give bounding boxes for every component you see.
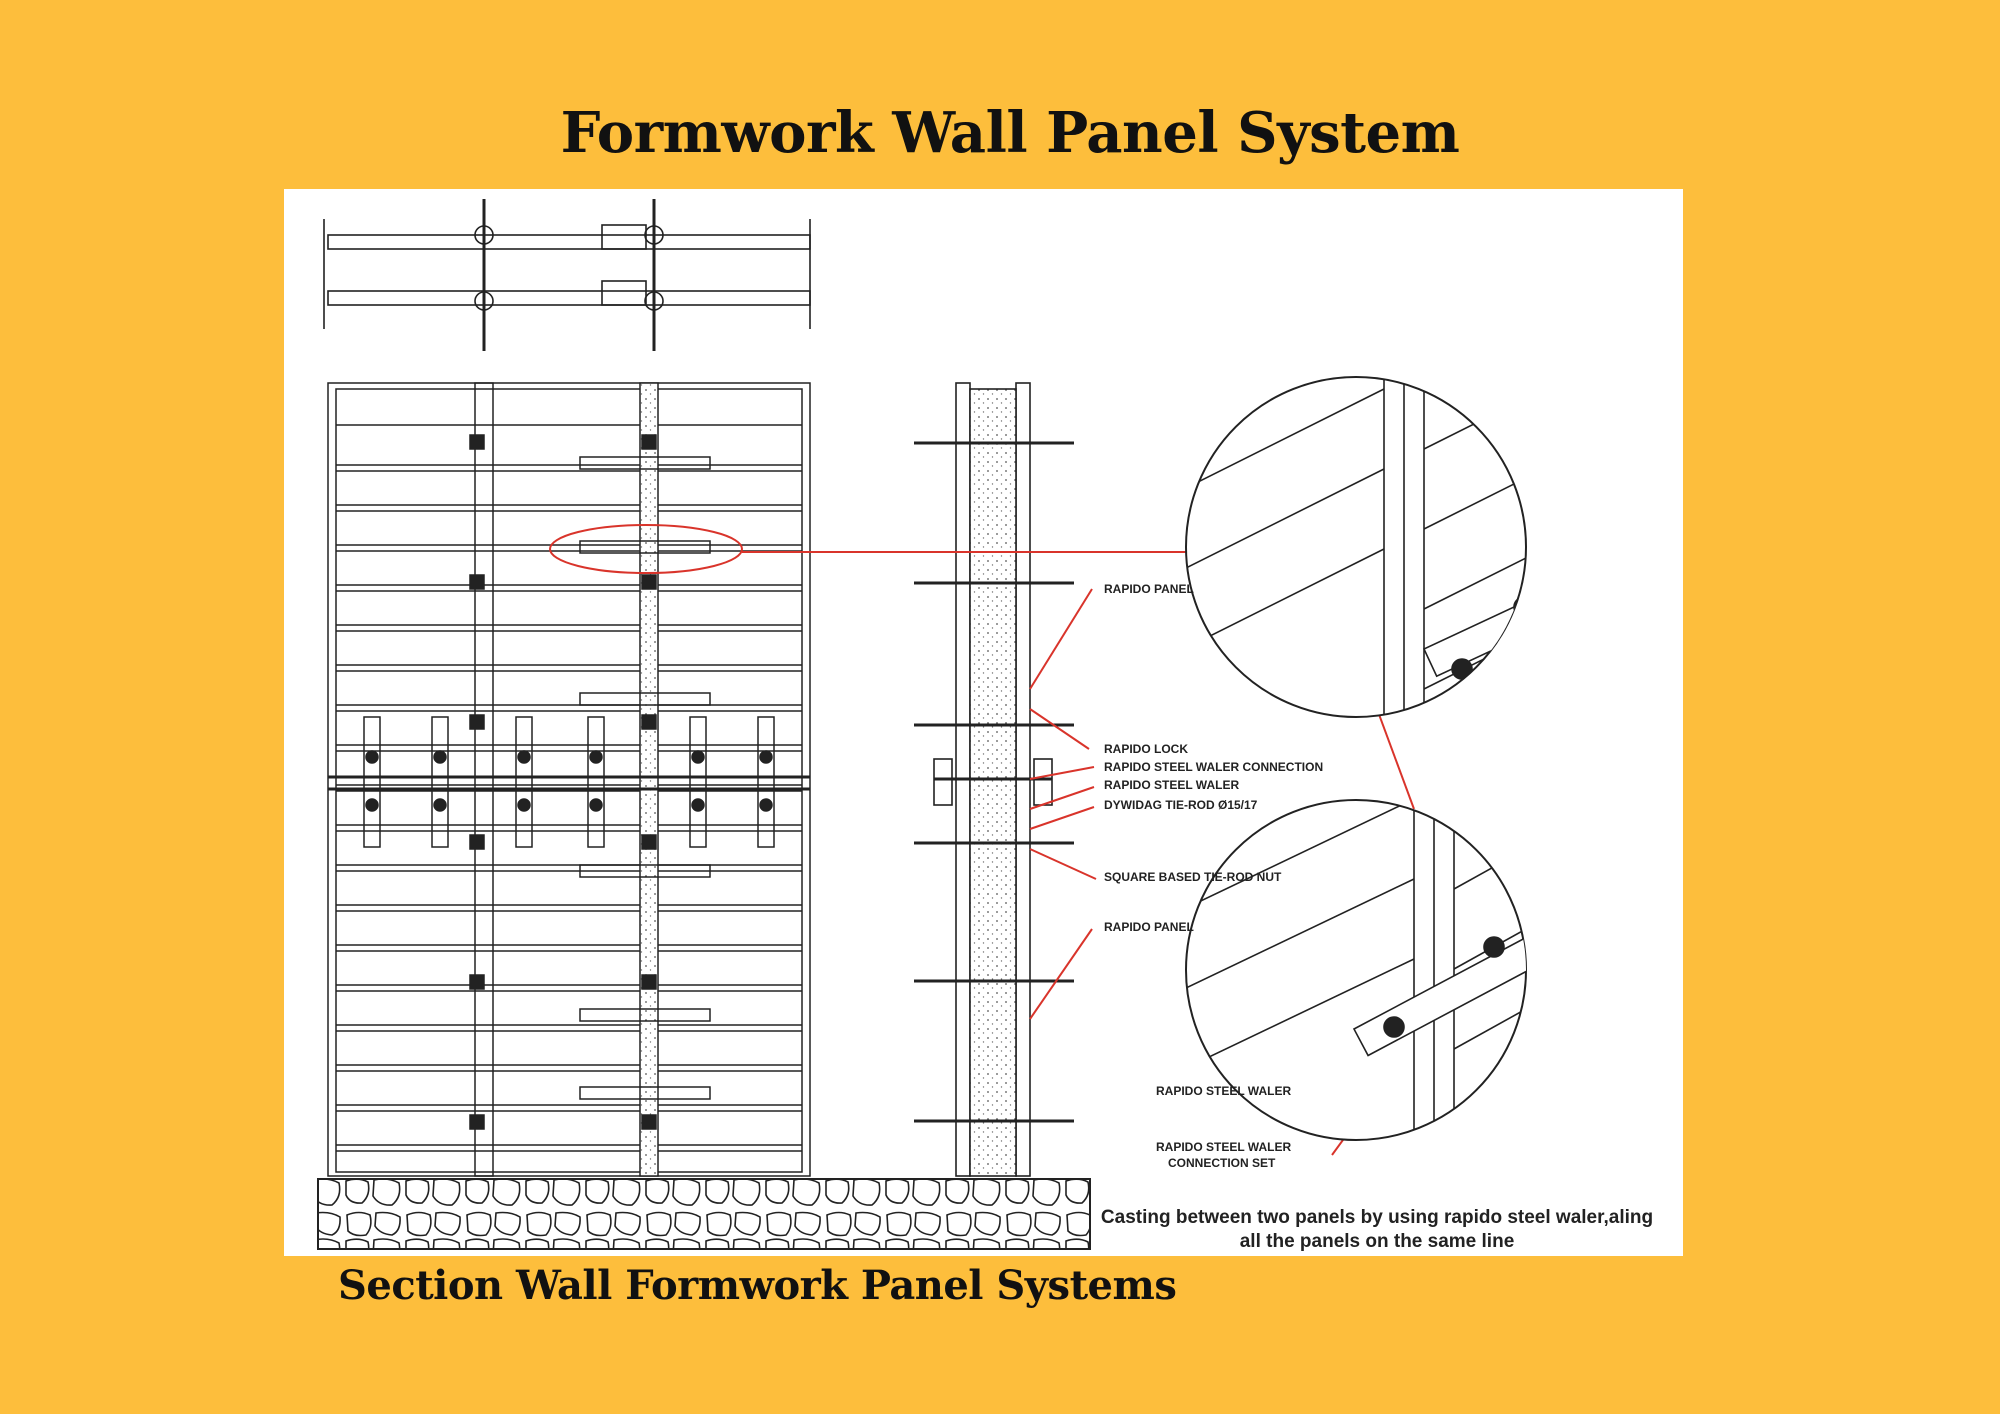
drawing-svg: RAPIDO PANEL RAPIDO LOCK RAPIDO STEEL WA…	[317, 199, 1653, 1252]
panel-ribs	[336, 464, 802, 1152]
label-tie-rod-nut: SQUARE BASED TIE-ROD NUT	[1104, 870, 1282, 884]
label-steel-waler: RAPIDO STEEL WALER	[1104, 778, 1239, 792]
section-caption: Section Wall Formwork Panel Systems	[338, 1262, 1177, 1309]
label-detail-connection-set-1: RAPIDO STEEL WALER	[1156, 1140, 1291, 1154]
front-elevation	[327, 382, 811, 1177]
label-rapido-panel-bottom: RAPIDO PANEL	[1104, 920, 1194, 934]
label-tie-rod: DYWIDAG TIE-ROD Ø15/17	[1104, 798, 1258, 812]
page-title: Formwork Wall Panel System	[560, 100, 1460, 166]
label-detail-connection-set-2: CONNECTION SET	[1168, 1156, 1276, 1170]
plan-view	[323, 199, 811, 351]
label-waler-connection: RAPIDO STEEL WALER CONNECTION	[1104, 760, 1323, 774]
detail-circle-bottom	[1185, 799, 1527, 1141]
formwork-drawing: RAPIDO PANEL RAPIDO LOCK RAPIDO STEEL WA…	[284, 189, 1683, 1256]
label-rapido-lock: RAPIDO LOCK	[1104, 742, 1188, 756]
label-rapido-panel-top: RAPIDO PANEL	[1104, 582, 1194, 596]
label-detail-steel-waler: RAPIDO STEEL WALER	[1156, 1084, 1291, 1098]
drawing-note-line-2: all the panels on the same line	[1240, 1231, 1515, 1252]
section-view	[914, 382, 1074, 1177]
detail-circle-top	[1185, 376, 1527, 718]
stone-foundation	[317, 1178, 1091, 1250]
drawing-note-line-1: Casting between two panels by using rapi…	[1101, 1207, 1653, 1228]
